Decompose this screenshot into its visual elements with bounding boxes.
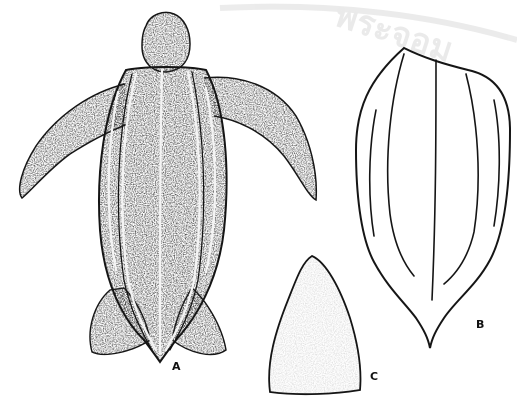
panel-label-a: A (172, 360, 181, 373)
panel-label-b: B (476, 318, 484, 331)
scute-fragment-drawing (269, 256, 360, 394)
panel-label-c: C (370, 370, 378, 383)
carapace-outline-drawing (356, 48, 510, 348)
watermark: พระจอม (220, 0, 517, 71)
leatherback-turtle-drawing (20, 13, 317, 363)
scute-fragment-shape (269, 256, 360, 394)
carapace-outline-shape (356, 48, 510, 348)
